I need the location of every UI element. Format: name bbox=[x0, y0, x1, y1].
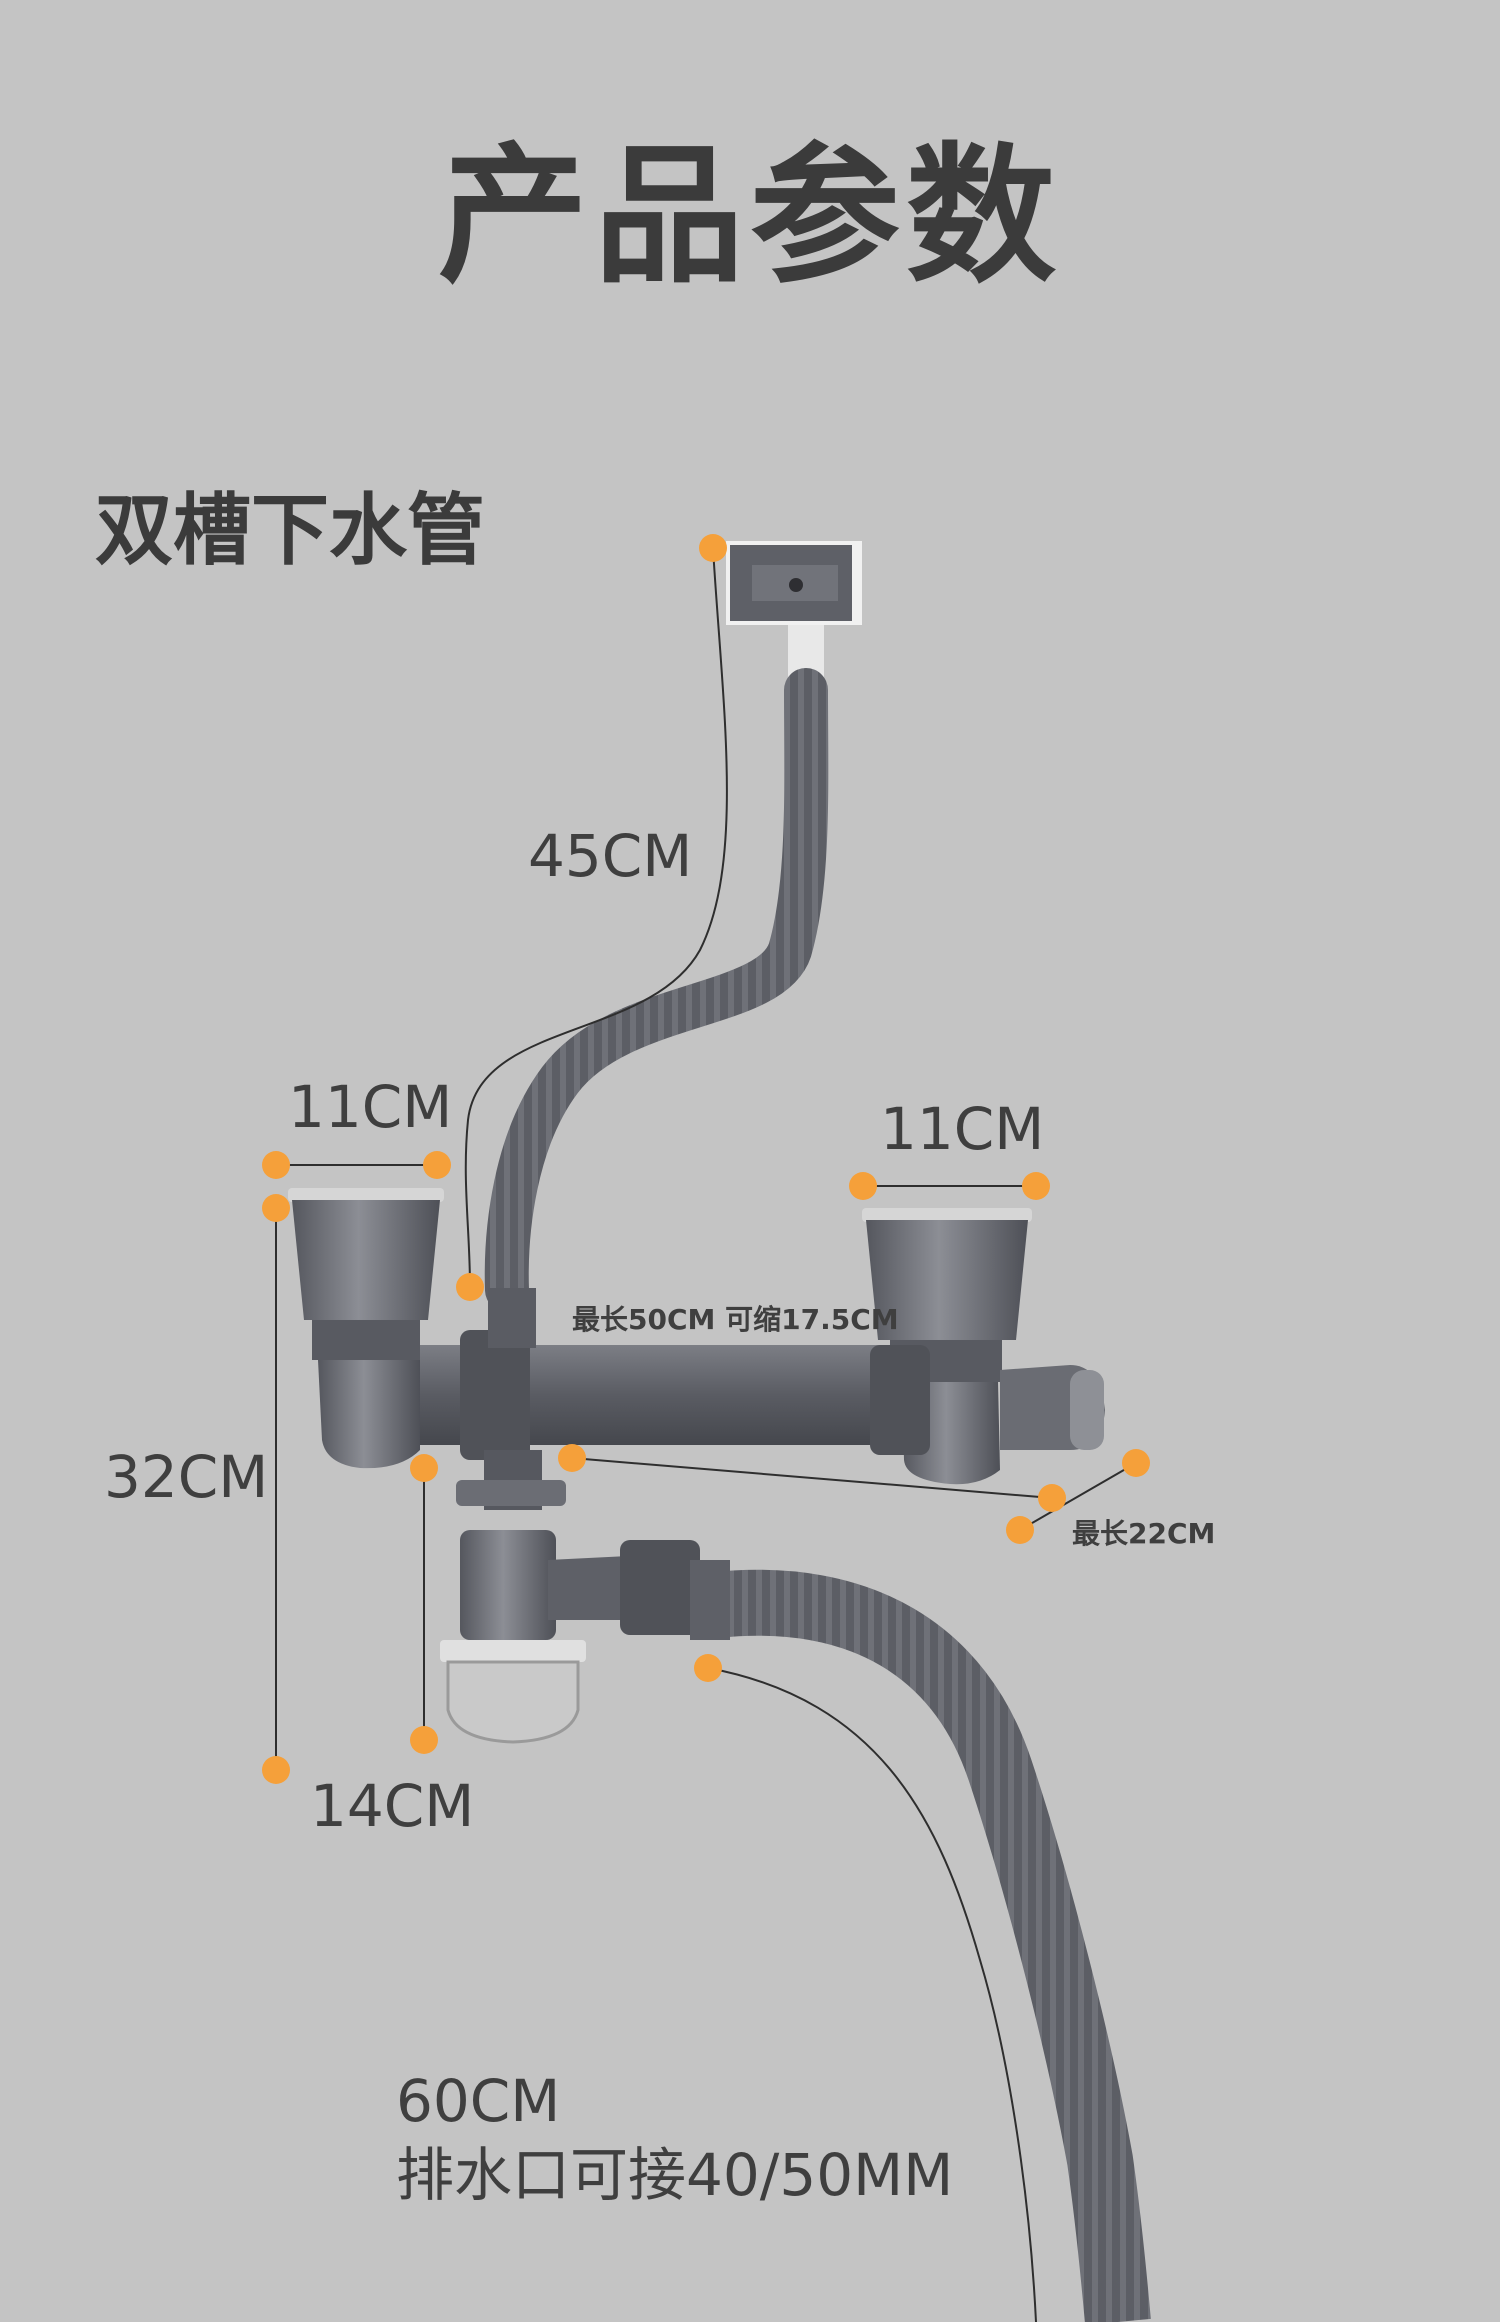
orange-dot-icon bbox=[410, 1726, 438, 1754]
trap-height: 14CM bbox=[310, 1772, 475, 1840]
drain-outlet-spec: 排水口可接40/50MM bbox=[396, 2141, 954, 2209]
orange-dot-icon bbox=[699, 534, 727, 562]
connector-length: 最长50CM 可缩17.5CM bbox=[572, 1303, 899, 1336]
orange-dot-icon bbox=[558, 1444, 586, 1472]
orange-dot-icon bbox=[694, 1654, 722, 1682]
page-title: 产品参数 bbox=[437, 130, 1062, 304]
product-name: 双槽下水管 bbox=[95, 486, 486, 576]
overflow-hose bbox=[484, 668, 829, 1312]
orange-dot-icon bbox=[1122, 1449, 1150, 1477]
drain-hose bbox=[711, 1569, 1151, 2322]
left-strainer bbox=[288, 1188, 444, 1469]
measurement-markers bbox=[262, 534, 1150, 1784]
total-height: 32CM bbox=[104, 1443, 269, 1511]
orange-dot-icon bbox=[262, 1194, 290, 1222]
orange-dot-icon bbox=[1006, 1516, 1034, 1544]
orange-dot-icon bbox=[849, 1172, 877, 1200]
bottle-trap bbox=[440, 1288, 730, 1744]
orange-dot-icon bbox=[456, 1273, 484, 1301]
side-pipe-length: 最长22CM bbox=[1072, 1517, 1216, 1550]
orange-dot-icon bbox=[410, 1454, 438, 1482]
orange-dot-icon bbox=[1022, 1172, 1050, 1200]
orange-dot-icon bbox=[423, 1151, 451, 1179]
orange-dot-icon bbox=[262, 1151, 290, 1179]
left-basket-width: 11CM bbox=[288, 1073, 453, 1141]
orange-dot-icon bbox=[1038, 1484, 1066, 1512]
dimension-lines bbox=[275, 547, 1137, 2322]
overflow-hose-length: 45CM bbox=[528, 822, 693, 890]
right-basket-width: 11CM bbox=[880, 1095, 1045, 1163]
drain-hose-length: 60CM bbox=[396, 2067, 561, 2135]
orange-dot-icon bbox=[262, 1756, 290, 1784]
